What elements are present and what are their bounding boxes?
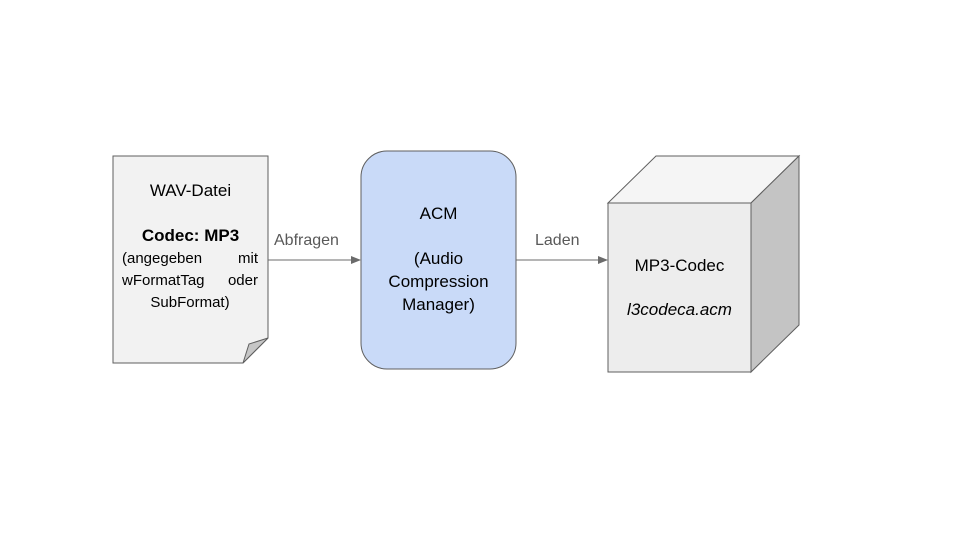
load-arrow-label: Laden [535,232,580,249]
codec-line: Codec: MP3 [113,225,268,247]
mp3-codec-title: MP3-Codec [634,256,725,275]
cube-front-face [607,202,752,373]
note-word: (angegeben [122,250,203,267]
codec-filename: l3codeca.acm [627,300,732,319]
acm-subtitle-line-1: (Audio [413,249,464,268]
note-word: wFormatTag [122,272,205,289]
note-word: mit [238,250,258,267]
note-word: oder [227,272,258,289]
codec-value: MP3 [204,226,240,245]
acm-title: ACM [419,204,458,223]
acm-subtitle-line-2: Compression [388,272,489,291]
query-arrow-label: Abfragen [274,232,339,249]
acm-subtitle-line-3: Manager) [402,295,475,314]
note-word: SubFormat) [150,294,230,311]
codec-label: Codec: [141,226,200,245]
codec-note: (angegeben mit wFormatTag oder SubFormat… [122,248,258,314]
wav-file-title: WAV-Datei [149,181,232,200]
document-fold-corner [242,337,269,364]
